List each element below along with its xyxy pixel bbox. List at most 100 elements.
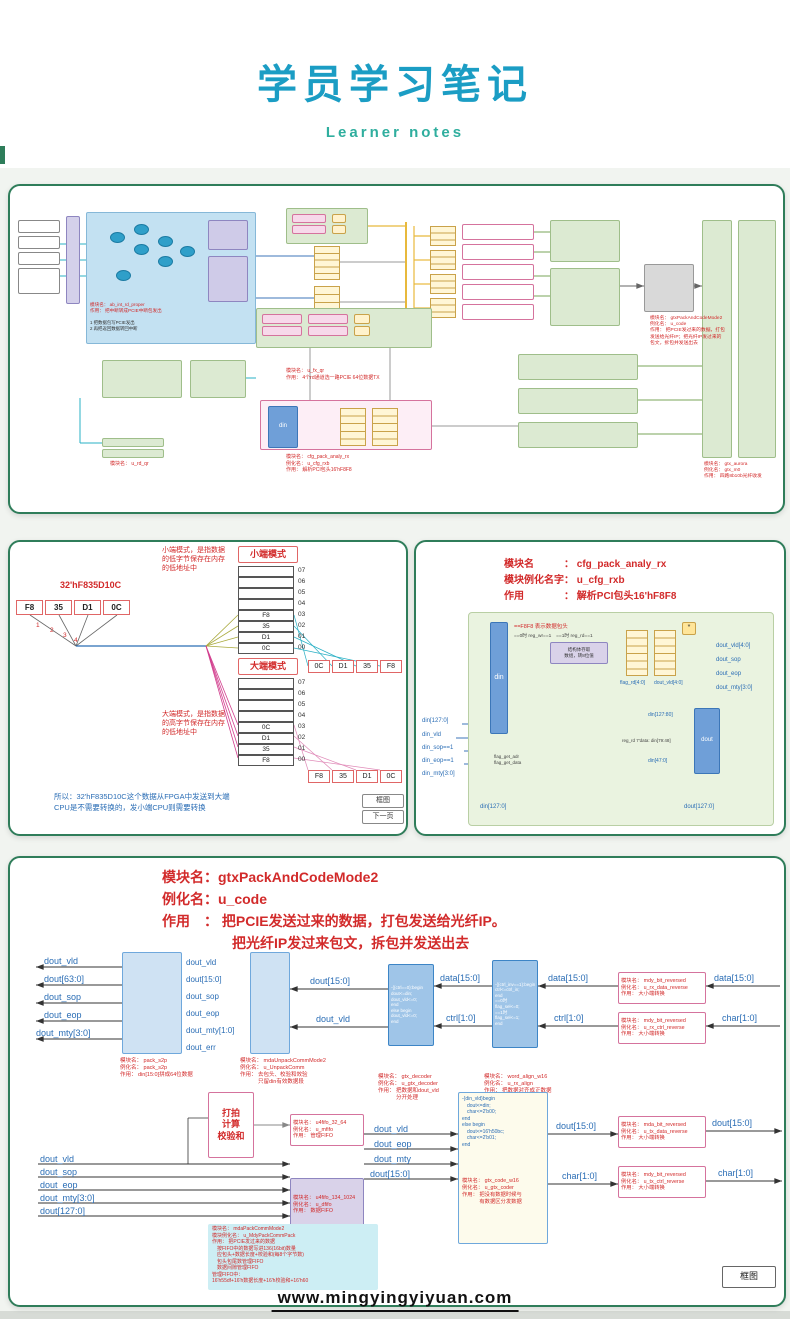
signal-label: din[127:0]: [422, 718, 449, 724]
address-label: 04: [298, 600, 306, 607]
gtx-coder-block: [458, 1092, 548, 1244]
signal-label: dout_err: [186, 1043, 216, 1052]
fifo-stack: [314, 246, 340, 280]
frame-button[interactable]: 框图: [362, 794, 404, 808]
gtx-core-block: [644, 264, 694, 312]
diagram-block: [332, 214, 346, 223]
signal-label: dout_sop: [716, 657, 741, 663]
signal-label: din_sop==1: [422, 745, 454, 751]
signal-label: dout_sop: [44, 992, 82, 1002]
diagram-text: 2: [50, 627, 54, 634]
diagram-block: [462, 264, 534, 280]
diagram-block: 结构体存取数组，转8位值: [550, 642, 608, 664]
bottom-edge-bar: [0, 1311, 790, 1319]
instance-name: 例化名：u_code: [162, 891, 268, 907]
signal-label: data[15:0]: [548, 973, 589, 983]
address-label: 01: [298, 745, 306, 752]
signal-label: ctrl[1:0]: [554, 1013, 584, 1023]
module-purpose: 作用 ： 解析PCI包头16'hF8F8: [504, 591, 677, 602]
signal-label: din[127:0]: [480, 804, 507, 810]
pack-note-block: [208, 1224, 378, 1290]
diagram-block: [102, 438, 164, 447]
signal-label: dout_eop: [44, 1010, 82, 1020]
diagram-block: [18, 268, 60, 294]
little-endian-table: [238, 588, 294, 599]
diagram-text: 1: [36, 622, 40, 629]
address-label: 02: [298, 622, 306, 629]
diagram-text: 4: [74, 637, 78, 644]
byte-cell: 0C: [103, 600, 130, 615]
address-label: 03: [298, 723, 306, 730]
module-purpose-2: 把光纤IP发过来包文，拆包并发送出去: [232, 935, 470, 951]
diagram-block: [550, 268, 620, 326]
fifo-stack: [340, 408, 366, 446]
diagram-block: [354, 314, 370, 324]
signal-label: din_vld: [422, 732, 442, 738]
node-ellipse: [180, 246, 195, 257]
signal-label: dout[63:0]: [44, 974, 85, 984]
signal-label: dout[15:0]: [310, 976, 351, 986]
byte-cell: D1: [332, 660, 354, 673]
signal-label: dout[15:0]: [712, 1118, 753, 1128]
diagram-block: [190, 360, 246, 398]
instance-name: 模块例化名字： u_cfg_rxb: [504, 575, 625, 586]
fifo-stack: [430, 274, 456, 294]
address-label: 07: [298, 567, 306, 574]
signal-label: dout[15:0]: [556, 1121, 597, 1131]
address-label: 00: [298, 644, 306, 651]
little-endian-table: D1: [238, 632, 294, 643]
signal-label: dout_eop: [40, 1180, 78, 1190]
signal-label: char[1:0]: [562, 1171, 598, 1181]
little-endian-table: [238, 566, 294, 577]
diagram-block: [702, 220, 732, 458]
next-page-button[interactable]: 下一页: [362, 810, 404, 824]
fifo-stack: [430, 298, 456, 318]
byte-cell: 35: [332, 770, 354, 783]
little-endian-label: 小端模式: [238, 546, 298, 563]
diagram-block: [208, 256, 248, 302]
diagram-block: [308, 326, 348, 336]
diagram-block: [462, 304, 534, 320]
little-endian-note: 小端模式，是指数据的低字节保存在内存的低地址中: [162, 547, 225, 573]
diagram-block: [518, 422, 638, 448]
signal-label: dout_sop: [40, 1167, 78, 1177]
signal-label: data[15:0]: [440, 973, 481, 983]
frame-button[interactable]: 框图: [722, 1266, 776, 1288]
signal-label: dout[15:0]: [370, 1169, 411, 1179]
fifo-stack: [372, 408, 398, 446]
byte-cell: D1: [356, 770, 378, 783]
module-annotation: 模块名： u_rd_qr: [110, 461, 149, 467]
signal-label: dout_mty[3:0]: [40, 1193, 95, 1203]
address-label: 07: [298, 679, 306, 686]
diagram-block: [518, 388, 638, 414]
diagram-text: ==0时 reg_wr==1 ==1时 reg_rd==1: [514, 634, 593, 639]
diagram-block: [550, 220, 620, 262]
big-endian-table: F8: [238, 755, 294, 766]
diagram-block: [102, 360, 182, 398]
big-endian-table: 35: [238, 744, 294, 755]
fifo-stack: [626, 630, 648, 676]
address-label: 00: [298, 756, 306, 763]
diagram-block: [18, 252, 60, 265]
signal-label: dout_vld: [186, 958, 217, 967]
big-endian-note: 大端模式，是指数据的高字节保存在内存的低地址中: [162, 711, 225, 737]
address-label: 06: [298, 690, 306, 697]
diagram-text: ==F8F8 表示数据包头: [514, 624, 568, 630]
endianness-panel-wires: [29, 614, 381, 771]
diagram-block: [208, 220, 248, 250]
diagram-block: [262, 314, 302, 324]
diagram-block: [102, 449, 164, 458]
unpack-block: [250, 952, 290, 1054]
big-endian-table: [238, 678, 294, 689]
little-endian-table: 35: [238, 621, 294, 632]
